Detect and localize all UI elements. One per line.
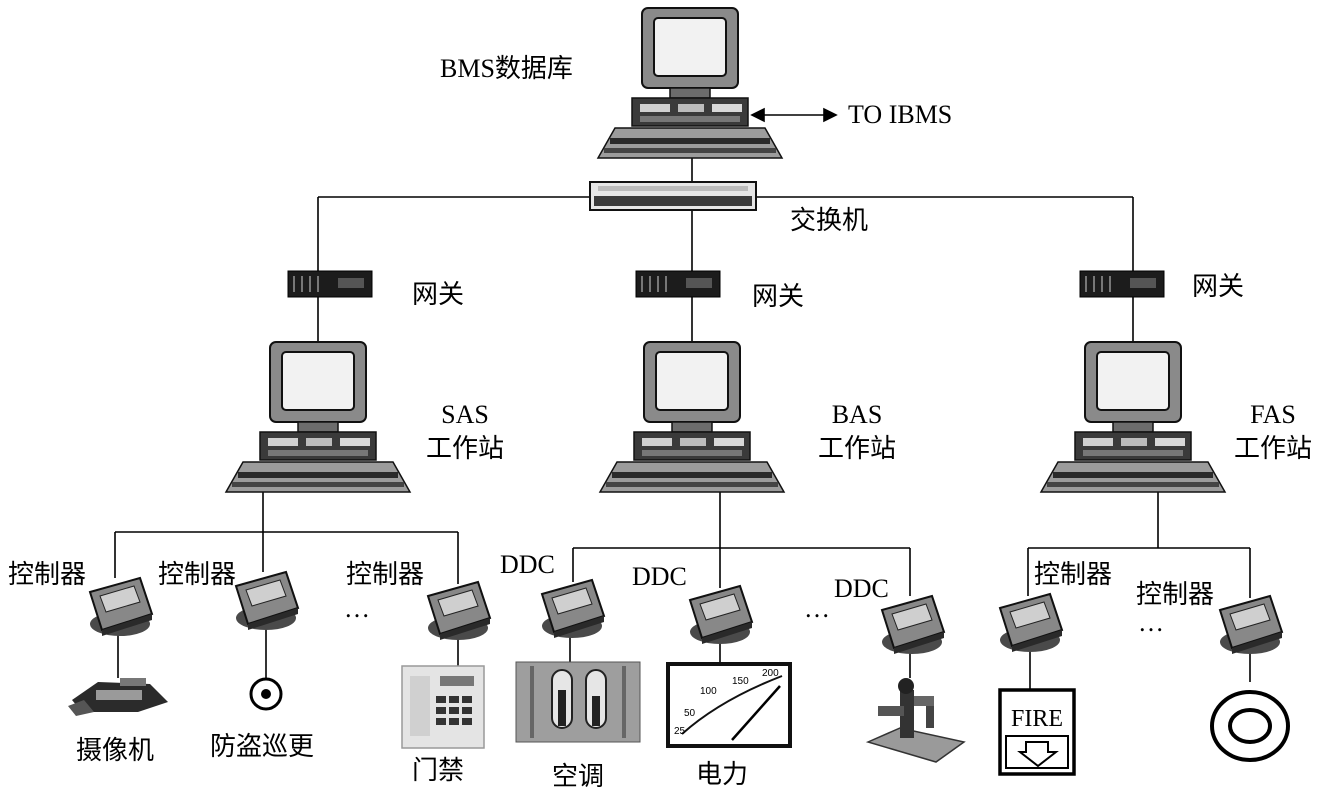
ddc-label: DDC xyxy=(834,574,889,603)
ellipsis-label: … xyxy=(804,594,830,623)
ddc-device xyxy=(541,579,605,639)
access-label: 门禁 xyxy=(412,756,465,785)
ibms-arrow xyxy=(750,107,838,123)
gauge-tick-label: 100 xyxy=(700,686,717,697)
bms-server-computer xyxy=(597,7,783,159)
ddc-device xyxy=(689,585,753,645)
gateway-label-fas: 网关 xyxy=(1192,272,1245,301)
station-title-fas: FAS xyxy=(1250,400,1296,429)
station-subtitle-sas: 工作站 xyxy=(425,434,504,463)
gateway-device-bas xyxy=(635,270,721,298)
gateway-label-sas: 网关 xyxy=(412,280,465,309)
bms-database-label: BMS数据库 xyxy=(440,54,573,83)
controller-label: 控制器 xyxy=(8,560,87,589)
station-title-sas: SAS xyxy=(441,400,489,429)
controller-label: 控制器 xyxy=(1034,560,1113,589)
gauge-tick-label: 50 xyxy=(684,708,696,719)
smoke-detector-icon xyxy=(1210,690,1290,762)
gateway-label-bas: 网关 xyxy=(752,282,805,311)
ddc-device xyxy=(881,595,945,655)
camera-label: 摄像机 xyxy=(76,736,155,765)
station-title-bas: BAS xyxy=(831,400,883,429)
power-meter-gauge-icon: 100 150 200 50 25 xyxy=(666,662,792,748)
mechanical-equipment-icon xyxy=(865,678,966,763)
gauge-tick-label: 200 xyxy=(762,668,779,679)
hvac-thermometer-icon xyxy=(515,661,641,743)
controller-device xyxy=(999,593,1063,653)
access-control-keypad-icon xyxy=(401,665,485,749)
controller-device xyxy=(1219,595,1283,655)
controller-label: 控制器 xyxy=(346,560,425,589)
switch-label: 交换机 xyxy=(790,206,869,235)
sas-workstation-computer xyxy=(225,341,411,493)
camera-icon xyxy=(68,678,168,716)
patrol-point-icon xyxy=(249,677,283,711)
ddc-label: DDC xyxy=(632,562,687,591)
fire-label: FIRE xyxy=(1011,706,1063,732)
network-switch xyxy=(589,181,757,211)
station-subtitle-bas: 工作站 xyxy=(817,434,896,463)
controller-device xyxy=(89,577,153,637)
gateway-device-sas xyxy=(287,270,373,298)
station-subtitle-fas: 工作站 xyxy=(1233,434,1312,463)
ellipsis-label: … xyxy=(1138,608,1164,637)
controller-device xyxy=(235,571,299,631)
controller-label: 控制器 xyxy=(158,560,237,589)
hvac-label: 空调 xyxy=(552,762,605,791)
gauge-tick-label: 25 xyxy=(674,726,686,737)
bas-workstation-computer xyxy=(599,341,785,493)
fire-alarm-box-icon: FIRE xyxy=(998,688,1076,776)
to-ibms-label: TO IBMS xyxy=(848,100,953,129)
gateway-device-fas xyxy=(1079,270,1165,298)
patrol-label: 防盗巡更 xyxy=(210,732,315,761)
ellipsis-label: … xyxy=(344,594,370,623)
controller-device xyxy=(427,581,491,641)
controller-label: 控制器 xyxy=(1136,580,1215,609)
power-label: 电力 xyxy=(696,760,749,789)
gauge-tick-label: 150 xyxy=(732,676,749,687)
fas-workstation-computer xyxy=(1040,341,1226,493)
ddc-label: DDC xyxy=(500,550,555,579)
